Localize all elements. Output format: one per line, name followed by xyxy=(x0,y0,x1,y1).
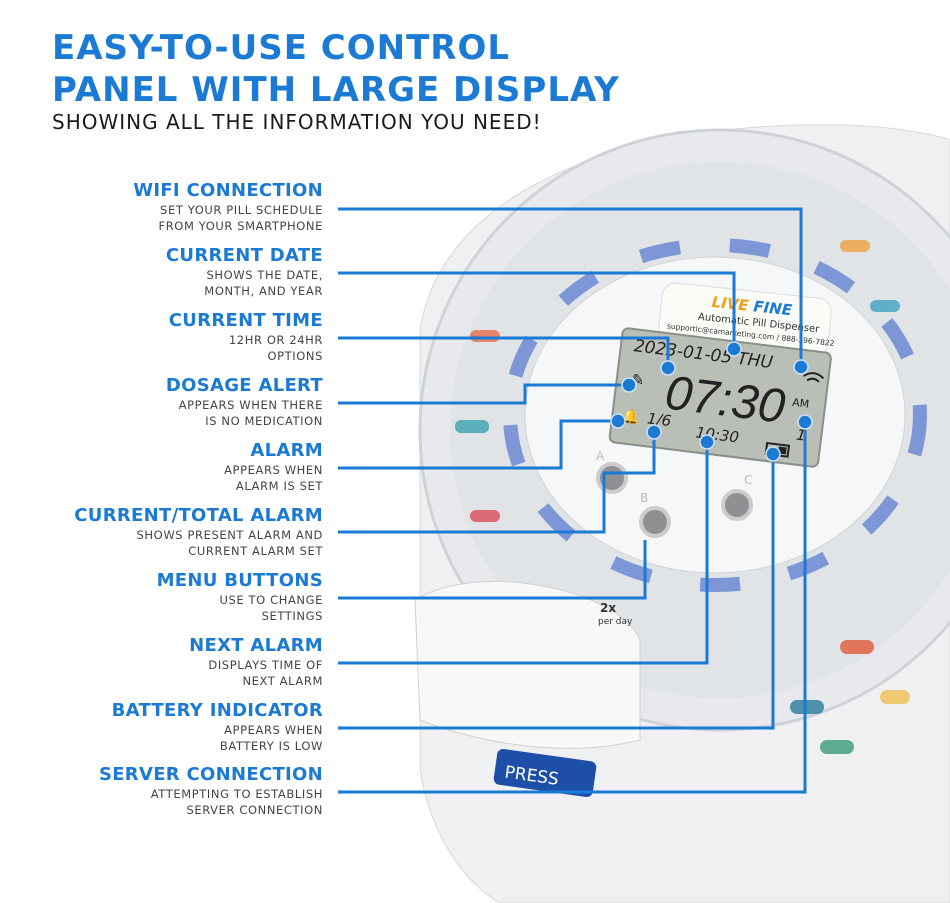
callout-dot xyxy=(797,414,813,430)
callout-lines xyxy=(338,207,807,794)
menu-button-b xyxy=(639,506,671,538)
callout-dot xyxy=(699,434,715,450)
headline-subtitle: SHOWING ALL THE INFORMATION YOU NEED! xyxy=(52,110,542,134)
server-icon: 1 xyxy=(795,426,807,445)
callout-dot xyxy=(646,424,662,440)
headline-line2: PANEL WITH LARGE DISPLAY xyxy=(52,70,620,110)
dispense-door xyxy=(414,581,641,749)
svg-text:AM: AM xyxy=(791,396,809,411)
menu-button-a xyxy=(596,462,628,494)
callout-dot xyxy=(660,360,676,376)
svg-text:per day: per day xyxy=(598,617,633,627)
headline-line1: EASY-TO-USE CONTROL xyxy=(52,28,511,68)
brand-fine: FINE xyxy=(753,297,794,319)
wifi-icon xyxy=(803,372,825,383)
svg-text:B: B xyxy=(640,491,648,505)
callout-dot xyxy=(793,359,809,375)
bell-icon: 🔔 xyxy=(621,407,640,426)
brand-live: LIVE xyxy=(711,293,750,315)
callout-dot xyxy=(726,341,742,357)
press-button xyxy=(493,748,597,798)
callout-dot xyxy=(610,413,626,429)
svg-text:A: A xyxy=(596,449,605,463)
svg-text:2x: 2x xyxy=(600,601,616,615)
callout-dot xyxy=(765,446,781,462)
menu-button-c xyxy=(721,489,753,521)
callout-dot xyxy=(621,377,637,393)
svg-text:C: C xyxy=(744,473,752,487)
day-ring xyxy=(503,238,927,592)
